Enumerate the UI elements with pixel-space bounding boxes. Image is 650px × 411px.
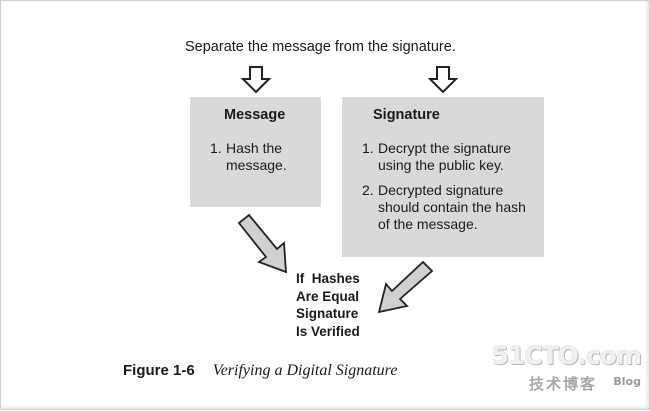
message-step-1: 1. Hash the message. [210,140,318,174]
figure-label: Figure 1-6 [123,362,195,379]
top-caption: Separate the message from the signature. [185,39,456,55]
signature-box: Signature 1. Decrypt the signature using… [342,97,544,257]
signature-step-2: 2. Decrypted signature should contain th… [362,182,540,233]
figure-title: Verifying a Digital Signature [212,362,398,379]
diagonal-arrow-icon [377,260,434,314]
message-box-title: Message [224,107,286,123]
figure-caption: Figure 1-6 Verifying a Digital Signature [123,362,397,380]
watermark-blog: Blog [613,375,641,388]
step-text: Decrypted signature should contain the h… [378,182,526,232]
step-number: 1. [210,140,222,156]
watermark-logo: 51CTO.com [491,341,642,370]
diagonal-arrow-icon [237,213,287,274]
message-steps: 1. Hash the message. [210,140,318,182]
signature-step-1: 1. Decrypt the signature using the publi… [362,140,540,174]
verification-result: If Hashes Are Equal Signature Is Verifie… [296,271,360,339]
signature-steps: 1. Decrypt the signature using the publi… [362,140,540,241]
down-arrow-icon [240,66,272,94]
signature-box-title: Signature [373,107,440,123]
step-text: Hash the message. [226,140,287,173]
step-text: Decrypt the signature using the public k… [378,140,512,173]
step-number: 1. [362,140,374,156]
step-number: 2. [362,182,374,198]
down-arrow-icon [427,66,459,94]
site-watermark: 51CTO.com 技术博客 Blog [492,341,642,401]
watermark-subtitle: 技术博客 [529,375,598,393]
message-box: Message 1. Hash the message. [190,97,321,207]
